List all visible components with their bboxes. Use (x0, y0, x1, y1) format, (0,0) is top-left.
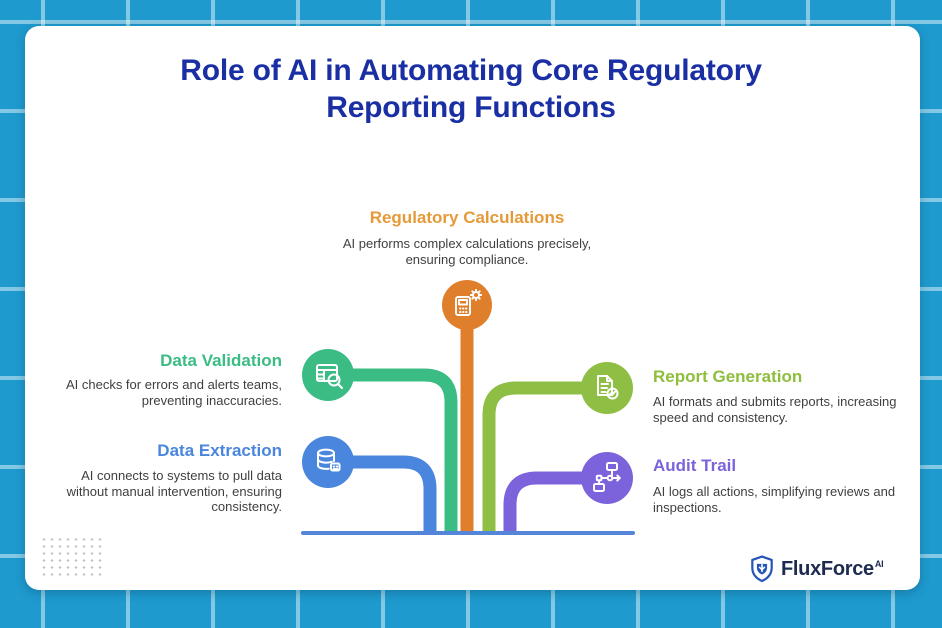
branch-description: AI performs complex calculations precise… (342, 236, 592, 267)
shield-icon (751, 555, 773, 583)
flowchart-icon (581, 452, 633, 504)
branch-title: Report Generation (653, 367, 803, 386)
branch-title: Regulatory Calculations (369, 208, 565, 227)
branch-description: AI logs all actions, simplifying reviews… (653, 484, 896, 515)
brand-suffix: AI (874, 558, 884, 569)
branch-title: Audit Trail (653, 456, 737, 475)
branch-title: Data Extraction (157, 441, 282, 460)
branch-description: AI formats and submits reports, increasi… (653, 394, 897, 425)
calculator-gear-icon (442, 280, 492, 330)
dot-grid-decoration (40, 536, 102, 578)
branch-title: Data Validation (160, 351, 282, 370)
branch-description: AI connects to systems to pull data with… (66, 468, 282, 514)
database-bot-icon (302, 436, 354, 488)
brand-name: FluxForceAI (781, 557, 884, 580)
document-check-icon (581, 362, 633, 414)
branch-description: AI checks for errors and alerts teams, p… (65, 377, 282, 408)
brand-logo: FluxForceAI (750, 555, 884, 583)
table-search-icon (302, 349, 354, 401)
page-title: Role of AI in Automating Core Regulatory… (180, 54, 762, 124)
